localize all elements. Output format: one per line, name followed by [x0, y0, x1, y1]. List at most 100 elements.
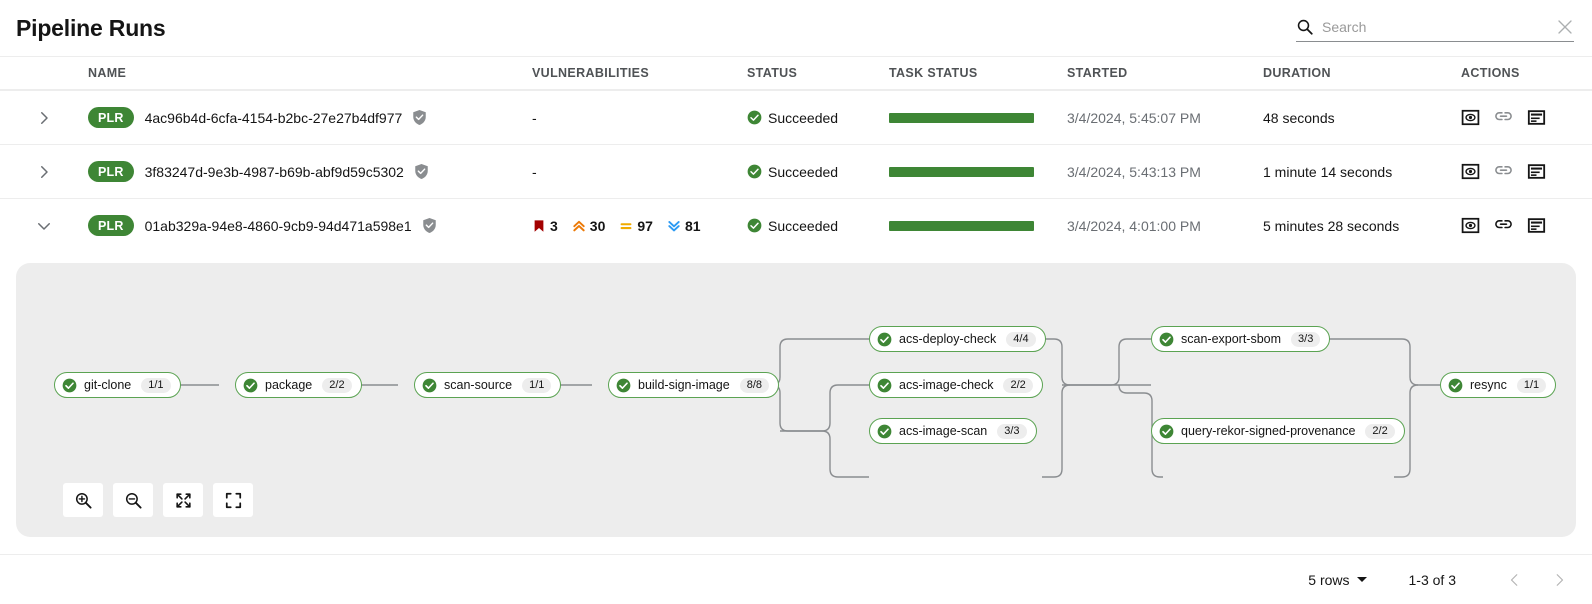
- graph-node-acs-image-check[interactable]: acs-image-check 2/2: [869, 372, 1043, 398]
- rows-per-page-select[interactable]: 5 rows: [1308, 571, 1367, 588]
- status-label: Succeeded: [768, 163, 839, 180]
- run-name[interactable]: 4ac96b4d-6cfa-4154-b2bc-27e27b4df977: [144, 109, 403, 126]
- plr-badge: PLR: [88, 107, 134, 128]
- next-page-button[interactable]: [1552, 572, 1566, 588]
- search-icon: [1297, 19, 1313, 35]
- node-succeeded-icon: [1159, 424, 1174, 438]
- vulnerabilities-value: -: [532, 109, 537, 126]
- rows-per-page-label: 5 rows: [1308, 571, 1350, 588]
- link-icon[interactable]: [1494, 108, 1513, 127]
- node-count: 2/2: [1365, 423, 1395, 439]
- severity-moderate: 97: [619, 218, 653, 234]
- status-cell: Succeeded: [747, 164, 889, 180]
- severity-important: 30: [572, 217, 606, 234]
- column-header-vulnerabilities: VULNERABILITIES: [532, 66, 650, 80]
- details-icon[interactable]: [1527, 162, 1546, 181]
- zoom-in-icon: [75, 492, 92, 509]
- node-succeeded-icon: [877, 424, 892, 438]
- signed-shield-icon: [413, 110, 427, 125]
- status-cell: Succeeded: [747, 218, 889, 234]
- column-header-task-status: TASK STATUS: [889, 66, 978, 80]
- task-status-bar: [889, 112, 1034, 123]
- status-succeeded-icon: [747, 218, 762, 233]
- node-succeeded-icon: [422, 378, 437, 392]
- duration-value: 5 minutes 28 seconds: [1263, 217, 1400, 234]
- graph-node-scan-source[interactable]: scan-source 1/1: [414, 372, 562, 398]
- actions-cell: [1461, 216, 1592, 235]
- pagination-controls: [1508, 572, 1566, 588]
- previous-page-button[interactable]: [1508, 572, 1522, 588]
- severity-low-icon: [668, 220, 680, 231]
- actions-cell: [1461, 162, 1592, 181]
- table-row[interactable]: PLR 01ab329a-94e8-4860-9cb9-94d471a598e1…: [0, 198, 1592, 252]
- duration-cell: 5 minutes 28 seconds: [1263, 218, 1461, 234]
- view-logs-icon[interactable]: [1461, 108, 1480, 127]
- graph-zoom-controls: [63, 483, 253, 517]
- severity-moderate-count: 97: [637, 217, 653, 234]
- clear-search-icon[interactable]: [1556, 18, 1574, 36]
- graph-node-acs-deploy-check[interactable]: acs-deploy-check 4/4: [869, 326, 1046, 352]
- pipeline-graph-card[interactable]: git-clone 1/1 package 2/2 scan-source 1/…: [16, 263, 1576, 537]
- status-succeeded-icon: [747, 164, 762, 179]
- zoom-out-button[interactable]: [113, 483, 153, 517]
- node-label: resync: [1470, 378, 1507, 392]
- search-bar[interactable]: [1296, 12, 1574, 42]
- severity-moderate-icon: [620, 222, 632, 229]
- details-icon[interactable]: [1527, 216, 1546, 235]
- row-expand-toggle[interactable]: [0, 109, 88, 127]
- severity-important-count: 30: [589, 217, 606, 234]
- table-row[interactable]: PLR 3f83247d-9e3b-4987-b69b-abf9d59c5302…: [0, 144, 1592, 198]
- duration-value: 1 minute 14 seconds: [1263, 163, 1393, 180]
- severity-low: 81: [667, 218, 701, 234]
- actions-cell: [1461, 108, 1592, 127]
- node-count: 1/1: [1516, 377, 1547, 393]
- node-label: git-clone: [84, 378, 132, 392]
- pipeline-runs-table: NAME VULNERABILITIES STATUS TASK STATUS …: [0, 56, 1592, 252]
- node-count: 1/1: [141, 377, 171, 393]
- graph-node-build-sign-image[interactable]: build-sign-image 8/8: [608, 372, 780, 398]
- row-collapse-toggle[interactable]: [0, 217, 88, 235]
- zoom-in-button[interactable]: [63, 483, 103, 517]
- expand-arrows-icon: [175, 492, 191, 508]
- graph-node-acs-image-scan[interactable]: acs-image-scan 3/3: [869, 418, 1037, 444]
- node-succeeded-icon: [877, 378, 892, 392]
- vulnerabilities-value: -: [532, 163, 537, 180]
- graph-node-git-clone[interactable]: git-clone 1/1: [54, 372, 181, 398]
- details-icon[interactable]: [1527, 108, 1546, 127]
- link-icon[interactable]: [1494, 162, 1513, 181]
- node-label: acs-deploy-check: [899, 332, 997, 346]
- link-icon[interactable]: [1494, 216, 1513, 235]
- task-status-bar: [889, 220, 1034, 231]
- node-label: acs-image-check: [899, 378, 994, 392]
- run-name-cell[interactable]: PLR 01ab329a-94e8-4860-9cb9-94d471a598e1: [88, 215, 532, 236]
- graph-node-scan-export-sbom[interactable]: scan-export-sbom 3/3: [1151, 326, 1331, 352]
- node-succeeded-icon: [877, 332, 892, 346]
- view-logs-icon[interactable]: [1461, 216, 1480, 235]
- column-header-name: NAME: [88, 66, 127, 80]
- node-label: build-sign-image: [638, 378, 730, 392]
- fit-view-button[interactable]: [163, 483, 203, 517]
- view-logs-icon[interactable]: [1461, 162, 1480, 181]
- chevron-right-icon: [41, 165, 48, 178]
- vulnerabilities-cell: -: [532, 110, 747, 126]
- table-header-row: NAME VULNERABILITIES STATUS TASK STATUS …: [0, 56, 1592, 90]
- node-label: query-rekor-signed-provenance: [1181, 424, 1356, 438]
- table-row[interactable]: PLR 4ac96b4d-6cfa-4154-b2bc-27e27b4df977…: [0, 90, 1592, 144]
- run-name-cell[interactable]: PLR 4ac96b4d-6cfa-4154-b2bc-27e27b4df977: [88, 107, 532, 128]
- row-expand-toggle[interactable]: [0, 163, 88, 181]
- page-title: Pipeline Runs: [16, 14, 166, 41]
- graph-node-package[interactable]: package 2/2: [235, 372, 362, 398]
- run-name-cell[interactable]: PLR 3f83247d-9e3b-4987-b69b-abf9d59c5302: [88, 161, 532, 182]
- status-cell: Succeeded: [747, 110, 889, 126]
- signed-shield-icon: [415, 164, 428, 179]
- search-input[interactable]: [1322, 18, 1556, 35]
- started-cell: 3/4/2024, 5:45:07 PM: [1067, 110, 1263, 126]
- run-name[interactable]: 01ab329a-94e8-4860-9cb9-94d471a598e1: [144, 217, 412, 234]
- node-count: 2/2: [1003, 377, 1033, 393]
- graph-node-query-rekor-signed-provenance[interactable]: query-rekor-signed-provenance 2/2: [1151, 418, 1405, 444]
- run-name[interactable]: 3f83247d-9e3b-4987-b69b-abf9d59c5302: [144, 163, 404, 180]
- task-status-cell: [889, 112, 1067, 123]
- reset-view-button[interactable]: [213, 483, 253, 517]
- severity-low-count: 81: [684, 217, 701, 234]
- graph-node-resync[interactable]: resync 1/1: [1440, 372, 1557, 398]
